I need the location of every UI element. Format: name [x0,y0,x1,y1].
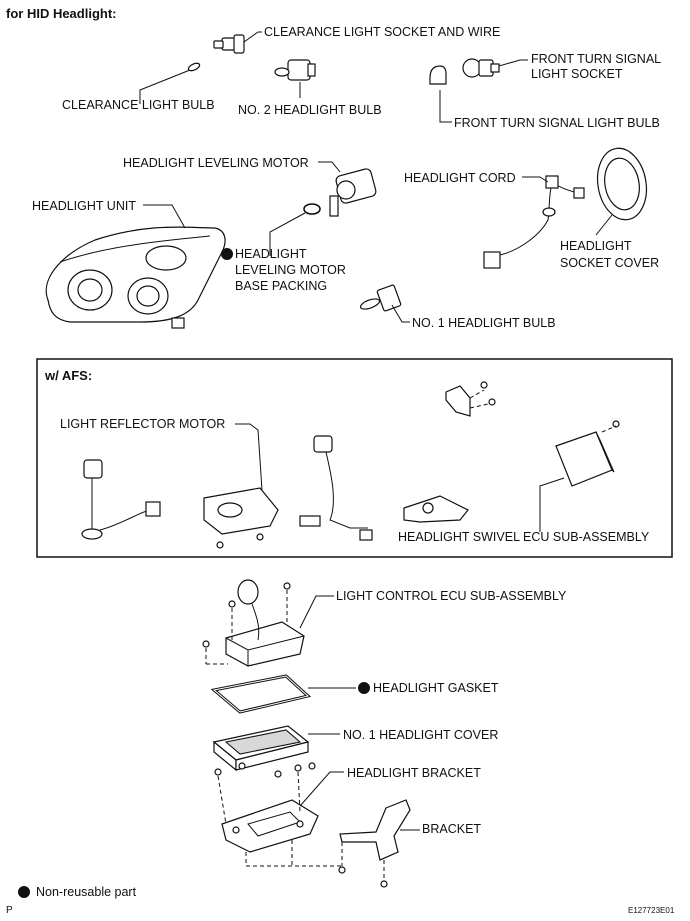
label-bracket: BRACKET [422,822,482,836]
front-turn-signal-bulb-icon [429,65,447,85]
label-leveling-motor: HEADLIGHT LEVELING MOTOR [123,156,309,170]
footer-page-letter: P [6,905,13,916]
footer-figure-code: E127723E01 [628,906,675,915]
headlight-gasket-icon [210,674,312,714]
legend-non-reusable-icon [18,886,30,898]
no1-headlight-bulb-icon [359,284,402,312]
non-reusable-marker-icon [221,248,233,260]
swivel-bracket-plate-icon [403,495,469,523]
label-clearance-light-bulb: CLEARANCE LIGHT BULB [62,98,215,112]
label-headlight-gasket: HEADLIGHT GASKET [373,681,499,695]
afs-wire-harness-icon [299,435,373,541]
label-headlight-bracket: HEADLIGHT BRACKET [347,766,481,780]
non-reusable-marker-icon [358,682,370,694]
label-light-reflector-motor: LIGHT REFLECTOR MOTOR [60,417,226,431]
headlight-leveling-motor-icon [329,168,377,217]
light-reflector-motor-icon [203,487,279,549]
no2-headlight-bulb-icon [274,59,316,81]
label-clearance-light-socket: CLEARANCE LIGHT SOCKET AND WIRE [264,25,501,39]
label-headlight-swivel-ecu: HEADLIGHT SWIVEL ECU SUB-ASSEMBLY [398,530,650,544]
afs-section-frame [36,358,673,558]
swivel-mount-bracket-icon [445,381,496,417]
no1-headlight-cover-icon [212,725,316,778]
label-no1-headlight-cover: NO. 1 HEADLIGHT COVER [343,728,499,742]
clearance-light-socket-icon [213,34,245,54]
label-headlight-cord: HEADLIGHT CORD [404,171,516,185]
label-base-packing-line1: HEADLIGHT [235,247,307,261]
label-socket-cover-line1: HEADLIGHT [560,239,632,253]
label-front-turn-signal-socket-line2: LIGHT SOCKET [531,67,623,81]
bracket-icon [246,799,411,888]
headlight-bracket-icon [217,771,319,866]
label-no1-headlight-bulb: NO. 1 HEADLIGHT BULB [412,316,556,330]
headlight-cord-icon [483,175,585,269]
hid-section-header: for HID Headlight: [6,6,117,21]
headlight-socket-cover-icon [596,147,648,221]
afs-section-header: w/ AFS: [45,368,93,383]
headlight-swivel-ecu-icon [555,420,620,487]
label-front-turn-signal-socket-line1: FRONT TURN SIGNAL [531,52,662,66]
headlight-unit-icon [45,226,226,329]
label-base-packing-line2: LEVELING MOTOR [235,263,346,277]
label-socket-cover-line2: SOCKET COVER [560,256,660,270]
label-headlight-unit: HEADLIGHT UNIT [32,199,136,213]
label-base-packing-line3: BASE PACKING [235,279,328,293]
legend-non-reusable-text: Non-reusable part [36,885,137,899]
afs-actuator-harness-icon [81,459,161,540]
leveling-motor-base-packing-icon [303,203,321,215]
light-control-ecu-icon [202,579,305,667]
front-turn-signal-socket-icon [462,58,500,78]
label-light-control-ecu: LIGHT CONTROL ECU SUB-ASSEMBLY [336,589,567,603]
clearance-light-bulb-icon [187,62,201,72]
label-front-turn-signal-bulb: FRONT TURN SIGNAL LIGHT BULB [454,116,660,130]
label-no2-headlight-bulb: NO. 2 HEADLIGHT BULB [238,103,382,117]
